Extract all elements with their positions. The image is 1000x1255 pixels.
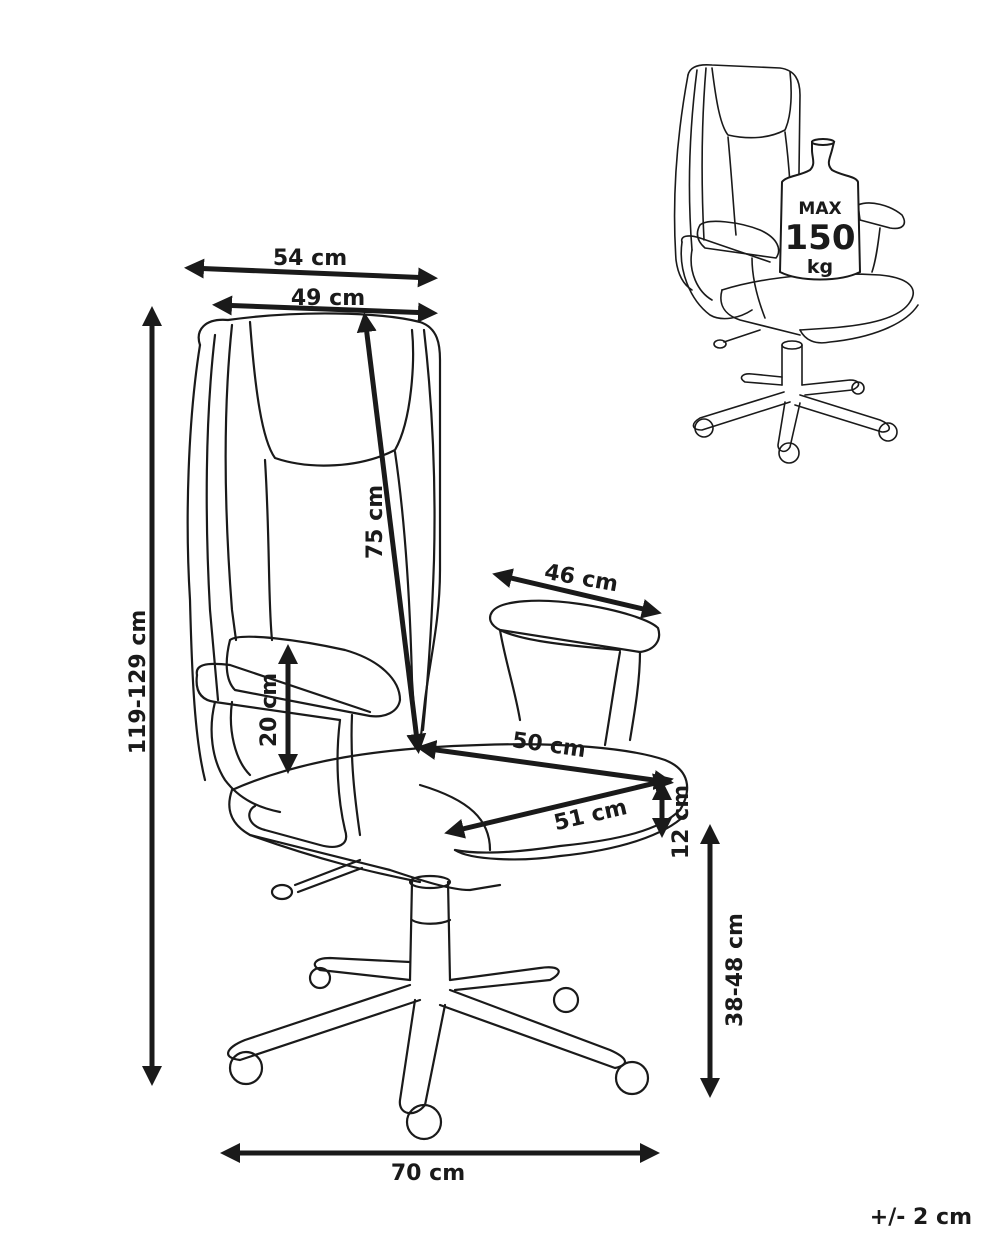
label-backrest-height: 75 cm bbox=[363, 485, 388, 559]
arrow-armrest-length bbox=[492, 568, 662, 619]
label-total-height: 119-129 cm bbox=[126, 610, 151, 755]
label-seat-back-width: 49 cm bbox=[291, 286, 365, 311]
weight-unit: kg bbox=[807, 256, 833, 278]
dimension-arrows bbox=[142, 258, 720, 1163]
label-armrest-height: 20 cm bbox=[257, 673, 282, 747]
label-seat-depth: 50 cm bbox=[510, 728, 587, 763]
weight-value: 150 bbox=[785, 218, 856, 258]
arrow-seat-back-width bbox=[212, 295, 438, 323]
arrow-seat-width bbox=[444, 773, 674, 839]
tolerance-note: +/- 2 cm bbox=[869, 1205, 972, 1230]
weight-limit-badge: MAX 150 kg bbox=[778, 138, 862, 281]
weight-max-label: MAX bbox=[798, 199, 841, 219]
label-base-width: 70 cm bbox=[391, 1161, 465, 1186]
label-seat-height: 38-48 cm bbox=[723, 913, 748, 1027]
label-overall-width: 54 cm bbox=[273, 246, 347, 271]
label-seat-thickness: 12 cm bbox=[669, 785, 694, 859]
weight-icon bbox=[778, 141, 862, 281]
arrow-overall-width bbox=[184, 258, 438, 288]
label-seat-width: 51 cm bbox=[552, 795, 630, 836]
label-armrest-length: 46 cm bbox=[542, 560, 619, 598]
arrow-backrest-height bbox=[356, 312, 427, 754]
